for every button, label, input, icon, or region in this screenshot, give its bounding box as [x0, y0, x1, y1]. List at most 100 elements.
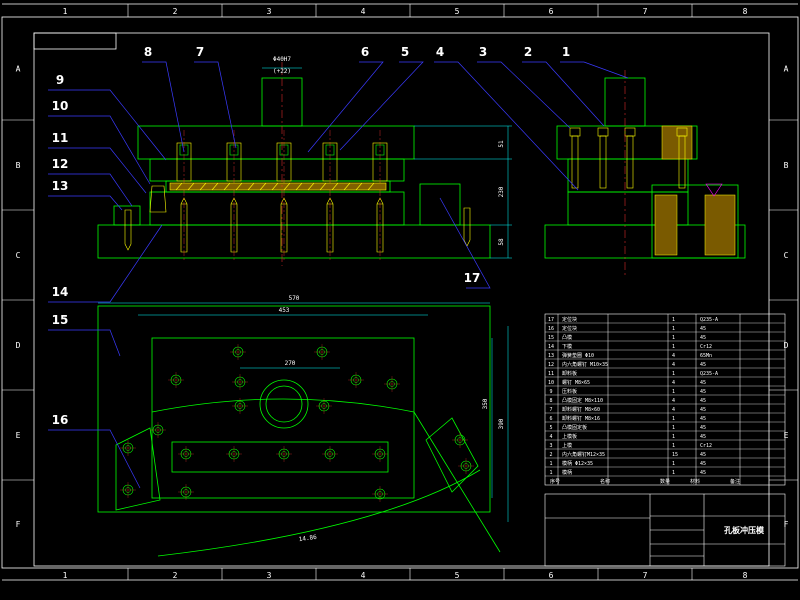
bom-cell: 7 [549, 407, 552, 413]
callout-11: 11 [52, 131, 69, 145]
side-hatch [654, 125, 736, 256]
bom-cell: 螺钉 M8×65 [562, 379, 590, 386]
bom-cell: 模柄 [562, 469, 572, 476]
callout-9: 9 [56, 73, 64, 87]
leader-4 [434, 61, 579, 191]
bom-cell: 3 [549, 443, 552, 449]
bom-cell: 8 [549, 398, 552, 404]
bom-cell: Q235-A [700, 317, 718, 323]
stop-bolt [463, 207, 471, 247]
bom-cell: 14 [548, 344, 554, 350]
side-lower-base [544, 224, 746, 259]
side-bolt-shank [599, 135, 607, 189]
bom-cell: 压料板 [562, 388, 577, 395]
bom-cell: 45 [700, 389, 706, 395]
zone-row-A-left: A [16, 65, 21, 74]
guide-hatch [149, 185, 167, 213]
die-bolt [376, 203, 384, 253]
corner-box [33, 32, 117, 50]
callout-2: 2 [524, 45, 532, 59]
stripper-hatch-lines [175, 182, 375, 191]
bom-cell: 65Mn [700, 353, 712, 359]
plan-center-bore-inner [265, 385, 303, 423]
bom-cell: 17 [548, 317, 554, 323]
leader-5 [339, 61, 424, 151]
leader-16 [48, 429, 141, 489]
callout-15: 15 [52, 313, 69, 327]
callout-14: 14 [52, 285, 69, 299]
bom-cell: 1 [672, 434, 675, 440]
callout-13: 13 [52, 179, 69, 193]
bom-cell: 弹簧垫圈 Φ10 [562, 352, 594, 359]
bom-header-cell: 名称 [600, 478, 610, 485]
bom-cell: 4 [549, 434, 552, 440]
zone-col-1-top: 1 [63, 7, 68, 16]
zone-col-4-top: 4 [361, 7, 366, 16]
plan-guide-right [425, 417, 479, 493]
guide-block [113, 205, 141, 226]
plan-dimensions [98, 302, 509, 522]
zone-row-F-right: F [784, 520, 789, 529]
bom-cell: 1 [672, 335, 675, 341]
zone-col-3-bottom: 3 [267, 571, 272, 580]
callout-16: 16 [52, 413, 69, 427]
bom-cell: Q235-A [700, 371, 718, 377]
bom-cell: 凸模固定 M8×110 [562, 397, 603, 404]
bom-cell: 9 [549, 389, 552, 395]
zone-col-5-bottom: 5 [455, 571, 460, 580]
zone-row-B-left: B [16, 161, 21, 170]
bom-cell: 1 [672, 461, 675, 467]
bom-cell: 卸料螺钉 M8×60 [562, 406, 600, 413]
bom-cell: 45 [700, 398, 706, 404]
bom-cell: 1 [549, 470, 552, 476]
bom-cell: 下模 [562, 343, 572, 350]
bom-cell: 15 [548, 335, 554, 341]
bom-cell: 1 [672, 470, 675, 476]
zone-col-6-bottom: 6 [549, 571, 554, 580]
callout-7: 7 [196, 45, 204, 59]
callout-17: 17 [464, 271, 481, 285]
zone-col-3-top: 3 [267, 7, 272, 16]
dim-depth-outer: 390 [498, 418, 505, 429]
leader-17 [439, 197, 491, 289]
side-bolts [569, 127, 723, 197]
plan-stripper-arc [151, 398, 415, 413]
callout-12: 12 [52, 157, 69, 171]
bom-cell: 10 [548, 380, 554, 386]
callout-10: 10 [52, 99, 69, 113]
leader-1 [560, 61, 629, 79]
leader-3 [477, 61, 571, 129]
bom-cell: 4 [672, 353, 675, 359]
zone-col-8-bottom: 8 [743, 571, 748, 580]
bom-cell: 模柄 Φ12×35 [562, 460, 593, 467]
bom-cell: 4 [672, 380, 675, 386]
bom-cell: 1 [672, 344, 675, 350]
drawing-frame [1, 3, 799, 581]
stop-block [419, 183, 461, 226]
side-hatch-a [654, 194, 678, 256]
plan-base-outer [97, 305, 491, 513]
leader-14 [48, 224, 163, 303]
leader-15 [48, 329, 121, 357]
bom-cell: 45 [700, 425, 706, 431]
callout-5: 5 [401, 45, 409, 59]
die-bolt [180, 203, 188, 253]
bom-cell: 定位块 [562, 325, 577, 332]
bom-cell: 1 [672, 416, 675, 422]
bom-cell: 4 [672, 407, 675, 413]
zone-row-B-right: B [784, 161, 789, 170]
zone-col-1-bottom: 1 [63, 571, 68, 580]
bom-cell: 11 [548, 371, 554, 377]
zone-col-5-top: 5 [455, 7, 460, 16]
side-bolt-shank [678, 135, 686, 189]
leader-9 [48, 89, 167, 161]
bom-cell: 45 [700, 461, 706, 467]
bom-cell: 6 [549, 416, 552, 422]
leader-13 [48, 195, 123, 211]
leader-12 [48, 173, 133, 207]
leader-2 [522, 61, 605, 127]
title-block-frame [544, 493, 786, 567]
